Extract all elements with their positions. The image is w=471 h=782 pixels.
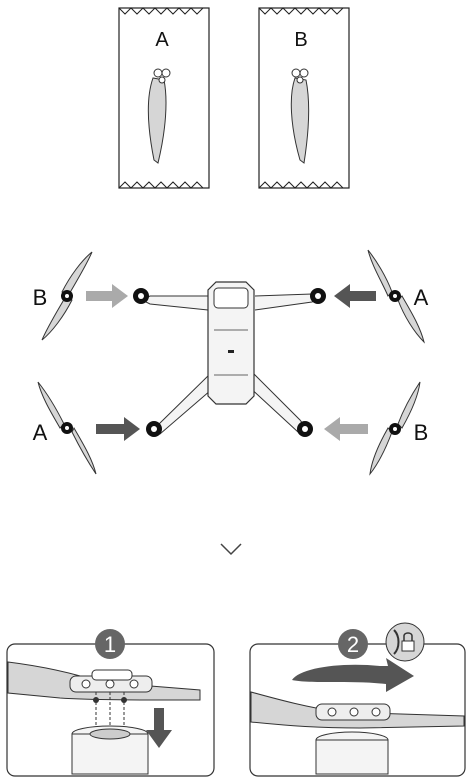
step-1-panel: 1 [6, 629, 215, 777]
chevron-down-icon[interactable] [220, 543, 242, 556]
lock-icon [385, 622, 425, 662]
motor-front-left [133, 288, 149, 304]
arrow-right-dark-icon [96, 417, 140, 441]
propeller-front-left-icon [41, 251, 93, 341]
propeller-package-b: B [258, 7, 350, 189]
propeller-rear-left-icon [37, 381, 97, 475]
arrow-left-light-icon [324, 417, 368, 441]
rear-left-propeller-label: A [33, 420, 48, 445]
arrow-left-dark-icon [334, 284, 376, 308]
propeller-b-icon [290, 68, 310, 164]
rear-right-propeller-label: B [414, 420, 429, 445]
step-2-panel: 2 [249, 622, 466, 777]
package-a-label: A [155, 29, 169, 51]
motor-rear-left [146, 421, 162, 437]
drone-top-view [133, 281, 326, 437]
propeller-a-icon [147, 68, 171, 164]
motor-front-right [310, 288, 326, 304]
front-left-propeller-label: B [33, 285, 48, 310]
arrow-down-icon [146, 708, 172, 748]
propeller-rear-right-icon [369, 381, 421, 476]
propeller-front-right-icon [367, 249, 425, 344]
step-2-number: 2 [347, 632, 359, 657]
arrow-right-light-icon [86, 284, 128, 308]
package-b-label: B [294, 29, 307, 51]
front-right-propeller-label: A [414, 285, 429, 310]
step-1-number: 1 [104, 632, 116, 657]
propeller-package-a: A [118, 7, 210, 189]
motor-rear-right [297, 421, 313, 437]
rotate-arrow-icon [292, 658, 414, 692]
